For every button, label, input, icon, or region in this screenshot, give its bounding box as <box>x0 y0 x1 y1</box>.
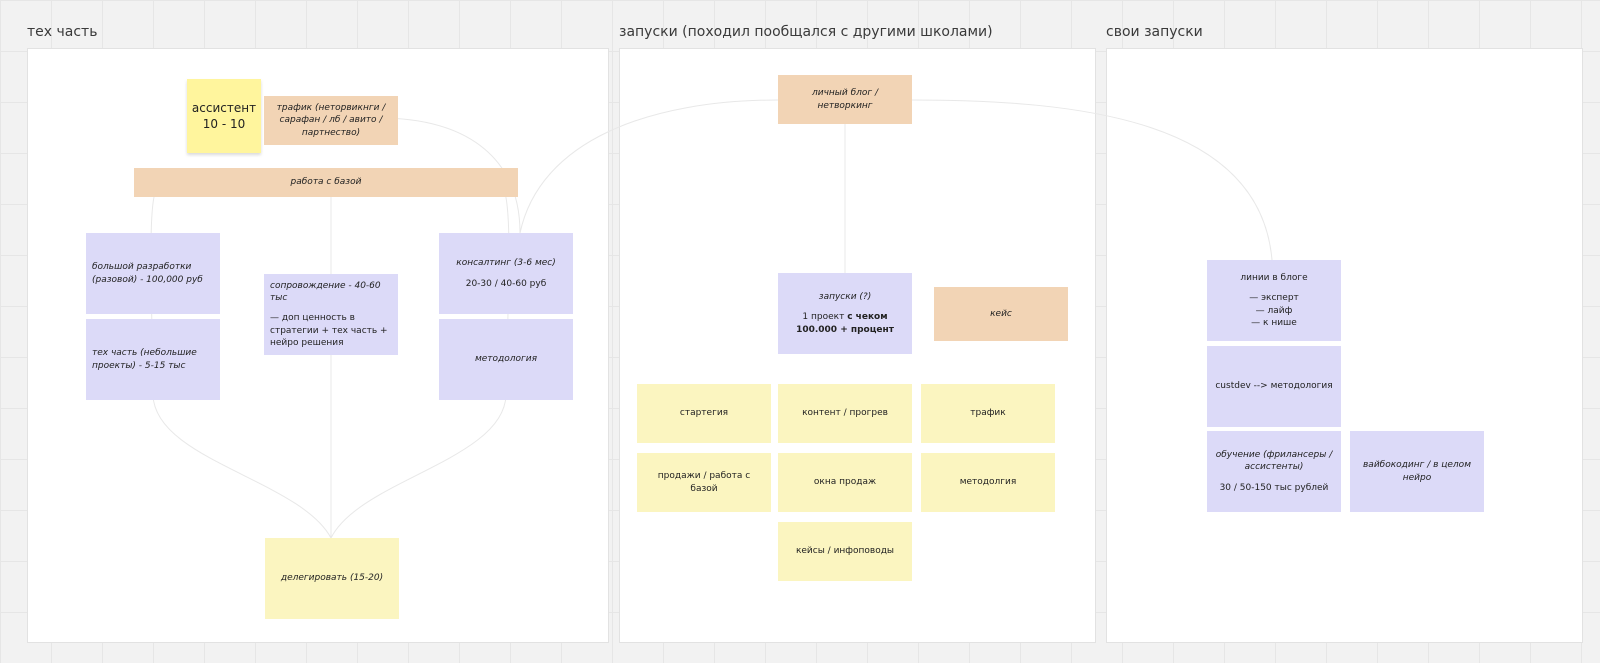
sales-base-text: продажи / работа с базой <box>657 471 751 494</box>
cases-news-text: кейсы / инфоповоды <box>795 546 895 557</box>
assistant-sticky[interactable]: ассистент 10 - 10 <box>187 79 261 153</box>
custdev-note[interactable]: custdev --> методология <box>1207 346 1341 427</box>
frame-title-own[interactable]: свои запуски <box>1106 24 1203 40</box>
frame-title-launches[interactable]: запуски (походил пообщался с другими шко… <box>619 24 993 40</box>
blog-lines-life: — лайф <box>1255 305 1293 316</box>
strategy-text: стартегия <box>679 408 729 419</box>
training-title: обучение (фрилансеры / ассистенты) <box>1215 450 1333 473</box>
launch-note[interactable]: запуски (?) 1 проект с чеком 100.000 + п… <box>778 273 912 354</box>
content-warmup-note[interactable]: контент / прогрев <box>778 384 912 443</box>
methodology-text: методология <box>474 354 538 365</box>
blog-lines-title: линии в блоге <box>1240 273 1308 284</box>
vibecoding-note[interactable]: вайбокодинг / в целом нейро <box>1350 431 1484 512</box>
vibecoding-text: вайбокодинг / в целом нейро <box>1363 460 1471 483</box>
traffic-launch-note[interactable]: трафик <box>921 384 1055 443</box>
big-dev-note[interactable]: большой разработки (разовой) - 100,000 р… <box>86 233 220 314</box>
case-text: кейс <box>990 308 1012 319</box>
blog-lines-expert: — эксперт <box>1249 293 1299 304</box>
frame-own[interactable] <box>1106 48 1583 643</box>
consulting-note[interactable]: консалтинг (3-6 мес) 20-30 / 40-60 руб <box>439 233 573 314</box>
blog-lines-note[interactable]: линии в блоге — эксперт — лайф — к нише <box>1207 260 1341 341</box>
traffic-launch-text: трафик <box>970 408 1006 419</box>
launch-bold: с чеком 100.000 + процент <box>796 312 894 335</box>
launch-prefix: 1 проект <box>802 312 845 323</box>
training-note[interactable]: обучение (фрилансеры / ассистенты) 30 / … <box>1207 431 1341 512</box>
content-warmup-text: контент / прогрев <box>802 408 888 419</box>
case-note[interactable]: кейс <box>934 287 1068 341</box>
small-tech-text: тех часть (небольшие проекты) - 5-15 тыс <box>92 348 197 371</box>
delegate-text: делегировать (15-20) <box>280 573 384 584</box>
base-text: работа с базой <box>290 177 362 188</box>
traffic-text: трафик (неторвикнги / сарафан / лб / ави… <box>276 103 386 138</box>
support-note[interactable]: сопровождение - 40-60 тыс — доп ценность… <box>264 274 398 355</box>
launch-body: 1 проект с чеком 100.000 + процент <box>784 311 906 335</box>
launch-title: запуски (?) <box>818 292 872 303</box>
big-dev-text: большой разработки (разовой) - 100,000 р… <box>92 262 203 285</box>
assistant-ratio: 10 - 10 <box>202 117 246 131</box>
custdev-text: custdev --> методология <box>1215 381 1333 392</box>
methodology-launch-note[interactable]: методолгия <box>921 453 1055 512</box>
methodology-note[interactable]: методология <box>439 319 573 400</box>
methodology-launch-text: методолгия <box>959 477 1017 488</box>
blog-lines-niche: — к нише <box>1251 317 1297 328</box>
base-note[interactable]: работа с базой <box>134 168 518 197</box>
sales-windows-text: окна продаж <box>813 477 877 488</box>
sales-base-note[interactable]: продажи / работа с базой <box>637 453 771 512</box>
sales-windows-note[interactable]: окна продаж <box>778 453 912 512</box>
small-tech-note[interactable]: тех часть (небольшие проекты) - 5-15 тыс <box>86 319 220 400</box>
consulting-body: 20-30 / 40-60 руб <box>465 278 547 289</box>
cases-news-note[interactable]: кейсы / инфоповоды <box>778 522 912 581</box>
support-body: — доп ценность в стратегии + тех часть +… <box>270 313 388 348</box>
personal-blog-note[interactable]: личный блог / нетворкинг <box>778 75 912 124</box>
personal-blog-text: личный блог / нетворкинг <box>811 88 879 111</box>
training-price: 30 / 50-150 тыс рублей <box>1219 482 1329 493</box>
delegate-note[interactable]: делегировать (15-20) <box>265 538 399 619</box>
traffic-note[interactable]: трафик (неторвикнги / сарафан / лб / ави… <box>264 96 398 145</box>
strategy-note[interactable]: стартегия <box>637 384 771 443</box>
consulting-title: консалтинг (3-6 мес) <box>456 258 556 269</box>
frame-title-tech[interactable]: тех часть <box>27 24 98 40</box>
assistant-title: ассистент <box>191 100 257 115</box>
support-title: сопровождение - 40-60 тыс <box>270 281 381 304</box>
